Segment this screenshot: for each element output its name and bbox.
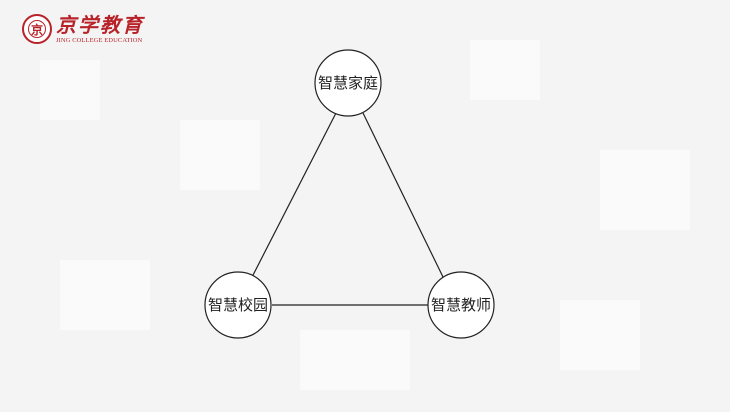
edge-family-teacher [362,112,444,278]
background-tile [600,150,690,230]
background-tile [560,300,640,370]
node-teacher-circle [427,271,495,339]
node-family: 智慧家庭 [314,49,382,117]
brand-name-en: JING COLLEGE EDUCATION [56,37,143,44]
brand-name-cn: 京学教育 [56,13,144,37]
background-tile [40,60,100,120]
background-tile [180,120,260,190]
node-family-label: 智慧家庭 [318,74,378,92]
background-tile [300,330,410,390]
edge-family-campus [250,112,337,280]
background-tile [470,40,540,100]
node-campus: 智慧校园 [204,271,272,339]
node-campus-label: 智慧校园 [208,296,268,314]
background-tile [60,260,150,330]
node-family-circle [314,49,382,117]
brand-seal-icon: 京 [22,14,52,44]
brand-logo: 京 京学教育 JING COLLEGE EDUCATION [22,14,144,44]
node-teacher: 智慧教师 [427,271,495,339]
node-teacher-label: 智慧教师 [431,296,491,314]
brand-text: 京学教育 JING COLLEGE EDUCATION [56,14,144,44]
seal-glyph: 京 [30,23,43,37]
node-campus-circle [204,271,272,339]
